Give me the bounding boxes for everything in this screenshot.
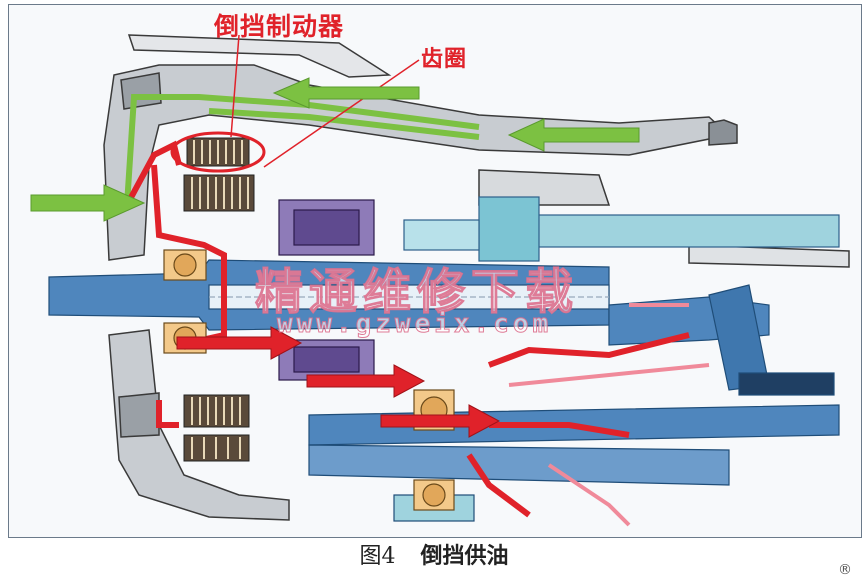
- transmission-cross-section: [30, 34, 850, 527]
- watermark-title: 精通维修下载: [254, 263, 580, 320]
- pink-oil-passages: [508, 303, 710, 527]
- figure-title: 倒挡供油: [420, 544, 509, 569]
- watermark-url: www.gzweix.com: [276, 309, 553, 340]
- upper-clutch-pack: [183, 174, 255, 212]
- lower-clutch-pack: [183, 394, 250, 462]
- green-oil-passage: [124, 94, 480, 206]
- upper-output-shaft: [403, 196, 840, 262]
- figure-frame: 倒挡制动器 齿圈 精通维修下载 www.gzweix.com: [8, 4, 862, 538]
- annotation-leader-lines: [230, 34, 420, 168]
- figure-caption: 图4 倒挡供油: [0, 538, 868, 570]
- red-oil-arrows: [176, 326, 501, 438]
- red-oil-passages: [124, 140, 690, 518]
- green-oil-arrows: [30, 77, 640, 222]
- reverse-brake-label: 倒挡制动器: [214, 12, 345, 41]
- ring-gear-label: 齿圈: [421, 47, 468, 72]
- reverse-brake-clutch-pack: [170, 131, 266, 173]
- figure-number: 图4: [359, 544, 396, 569]
- copyright-mark-icon: ®: [838, 562, 852, 578]
